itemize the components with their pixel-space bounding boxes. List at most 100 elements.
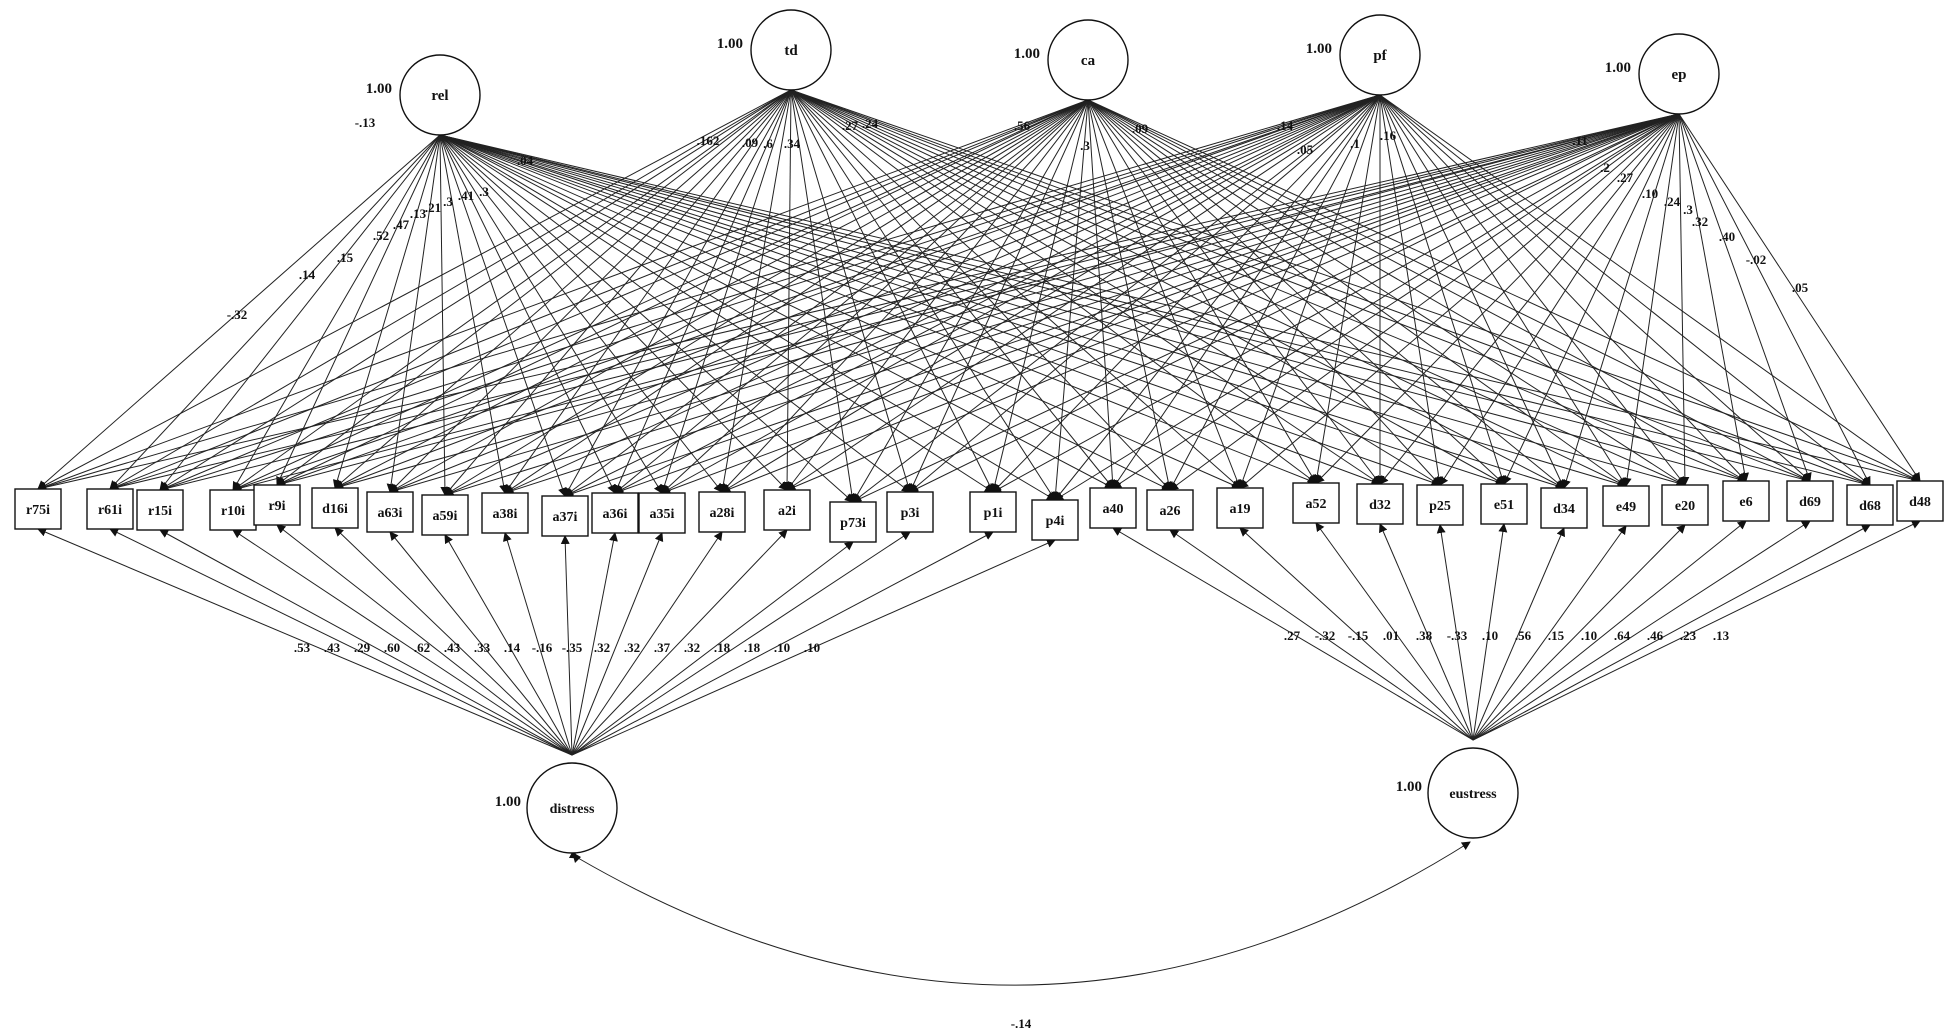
latent-label-eustress: eustress: [1449, 787, 1497, 802]
indicator-a36i: [591, 492, 639, 534]
path-rel-a40: [439, 134, 1114, 489]
loading-pf-0: .14: [1277, 118, 1294, 133]
path-pf-e20: [1379, 94, 1686, 486]
indicator-r75i: [14, 488, 62, 530]
indicator-label-r75i: r75i: [26, 503, 50, 518]
loading-eustress-1: -.32: [1315, 628, 1336, 643]
loading-distress-17: .10: [804, 640, 820, 655]
path-td-d48: [790, 89, 1921, 483]
indicator-label-p25: p25: [1429, 499, 1451, 514]
path-pf-r75i: [37, 94, 1381, 492]
path-ep-p25: [1439, 113, 1680, 486]
path-distress-a35i: [571, 532, 664, 756]
indicator-r15i: [136, 489, 184, 531]
path-td-r9i: [276, 89, 792, 486]
indicator-label-p4i: p4i: [1046, 514, 1065, 529]
path-ca-e49: [1087, 99, 1627, 487]
indicator-a63i: [366, 491, 414, 533]
loading-ca-2: .09: [1132, 121, 1149, 136]
path-distress-p1i: [571, 531, 994, 756]
latent-label-pf: pf: [1373, 48, 1387, 64]
loading-ep-8: -.02: [1746, 252, 1767, 267]
latent-label-rel: rel: [431, 88, 448, 104]
variance-ep: 1.00: [1605, 60, 1631, 76]
path-rel-d16i: [332, 134, 441, 489]
path-ep-d34: [1562, 113, 1680, 489]
indicator-label-a19: a19: [1230, 502, 1251, 517]
indicator-label-a52: a52: [1306, 497, 1327, 512]
loading-eustress-13: .13: [1713, 628, 1730, 643]
loading-eustress-3: .01: [1383, 628, 1399, 643]
path-rel-r10i: [232, 134, 441, 491]
loading-rel-5: .21: [425, 200, 441, 215]
loading-eustress-9: .10: [1581, 628, 1597, 643]
path-pf-p25: [1379, 94, 1444, 486]
loading-eustress-11: .46: [1647, 628, 1664, 643]
loading-distress-16: .10: [774, 640, 790, 655]
path-pf-r9i: [276, 94, 1381, 487]
path-distress-a28i: [571, 531, 723, 756]
loading-rel-3: .47: [393, 217, 410, 232]
path-ep-a52: [1315, 113, 1680, 484]
path-eustress-a26: [1169, 529, 1474, 741]
path-ep-a26: [1169, 113, 1680, 491]
path-ca-a59i: [444, 99, 1089, 496]
path-ep-p3i: [909, 113, 1680, 493]
indicator-label-a35i: a35i: [650, 507, 675, 522]
path-pf-e6: [1379, 94, 1747, 482]
indicator-a59i: [421, 494, 469, 536]
path-rel-d69: [439, 134, 1811, 484]
loading-rel-6: .3: [443, 194, 453, 209]
path-td-r61i: [109, 89, 792, 490]
loading-td-4: .27: [842, 118, 859, 133]
indicator-p3i: [886, 491, 934, 533]
indicator-label-a28i: a28i: [710, 506, 735, 521]
loading-rel-8: .3: [479, 184, 489, 199]
indicator-label-a36i: a36i: [603, 507, 628, 522]
path-td-d69: [790, 89, 1811, 483]
indicator-label-a26: a26: [1160, 504, 1181, 519]
indicator-label-e20: e20: [1675, 499, 1695, 514]
path-distress-a63i: [389, 531, 573, 756]
path-eustress-p25: [1436, 524, 1474, 741]
path-eustress-e6: [1472, 520, 1747, 741]
path-pf-r15i: [159, 94, 1381, 492]
covariance-label: -.14: [1011, 1016, 1032, 1031]
path-ep-a2i: [786, 113, 1680, 492]
indicator-a28i: [698, 491, 746, 533]
loading-td-0: .162: [697, 133, 720, 148]
loading-td-3: .34: [784, 136, 801, 151]
path-pf-p73i: [852, 94, 1381, 503]
path-td-a37i: [564, 89, 792, 497]
indicator-p1i: [969, 491, 1017, 533]
path-ca-p3i: [909, 99, 1089, 493]
path-td-a19: [790, 89, 1241, 489]
path-ca-p25: [1087, 99, 1441, 486]
path-pf-a37i: [564, 94, 1381, 497]
path-eustress-e20: [1472, 524, 1686, 741]
path-ca-e51: [1087, 99, 1505, 485]
path-ep-d69: [1678, 113, 1812, 482]
path-pf-a26: [1169, 94, 1381, 491]
loading-rel-0: .14: [299, 267, 316, 282]
latent-label-distress: distress: [550, 802, 595, 817]
path-ca-a28i: [721, 99, 1089, 493]
path-ca-d48: [1087, 99, 1921, 482]
loading-eustress-6: .10: [1482, 628, 1498, 643]
loading-rel-9: .04: [517, 153, 534, 168]
indicator-label-e6: e6: [1739, 495, 1752, 510]
indicator-e20: [1661, 484, 1709, 526]
path-distress-r9i: [276, 524, 573, 756]
path-distress-r15i: [159, 529, 573, 756]
path-eustress-d69: [1472, 520, 1811, 741]
path-eustress-d68: [1472, 524, 1871, 741]
loading-eustress-4: .38: [1416, 628, 1433, 643]
path-ep-r10i: [232, 113, 1680, 493]
path-ca-a2i: [786, 99, 1089, 491]
indicator-a40: [1089, 487, 1137, 529]
path-td-a59i: [444, 89, 792, 496]
loading-rel-2: .52: [373, 228, 389, 243]
path-ep-a63i: [389, 113, 1680, 495]
path-distress-a38i: [503, 532, 573, 756]
indicator-label-p73i: p73i: [840, 516, 866, 531]
